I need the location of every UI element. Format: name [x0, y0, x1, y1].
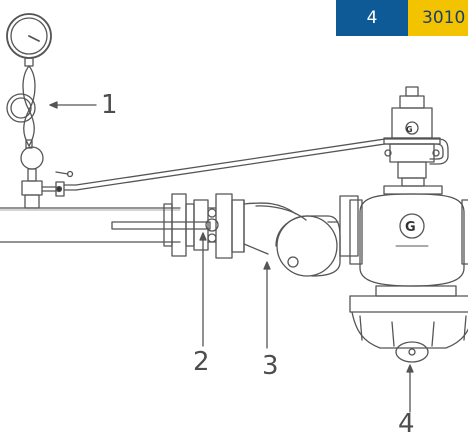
- svg-text:G: G: [405, 220, 416, 235]
- strainer-rod: [111, 221, 211, 230]
- callout-3: 3: [262, 351, 279, 381]
- siphon-tube: [6, 65, 97, 147]
- impulse-line: [75, 138, 449, 191]
- gauge-valve: [20, 139, 77, 209]
- badge-right: 3010: [408, 0, 468, 36]
- callout-2: 2: [193, 347, 210, 377]
- leader-lines: [49, 101, 414, 413]
- main-valve: G: [349, 177, 468, 363]
- badge-left: 4: [336, 0, 408, 36]
- callout-4: 4: [398, 409, 415, 439]
- pressure-gauge: [6, 13, 52, 67]
- strainer: [215, 193, 359, 277]
- main-pipe: [0, 207, 181, 243]
- svg-text:G: G: [406, 125, 413, 134]
- flange-2: [163, 193, 219, 257]
- callout-1: 1: [101, 90, 118, 120]
